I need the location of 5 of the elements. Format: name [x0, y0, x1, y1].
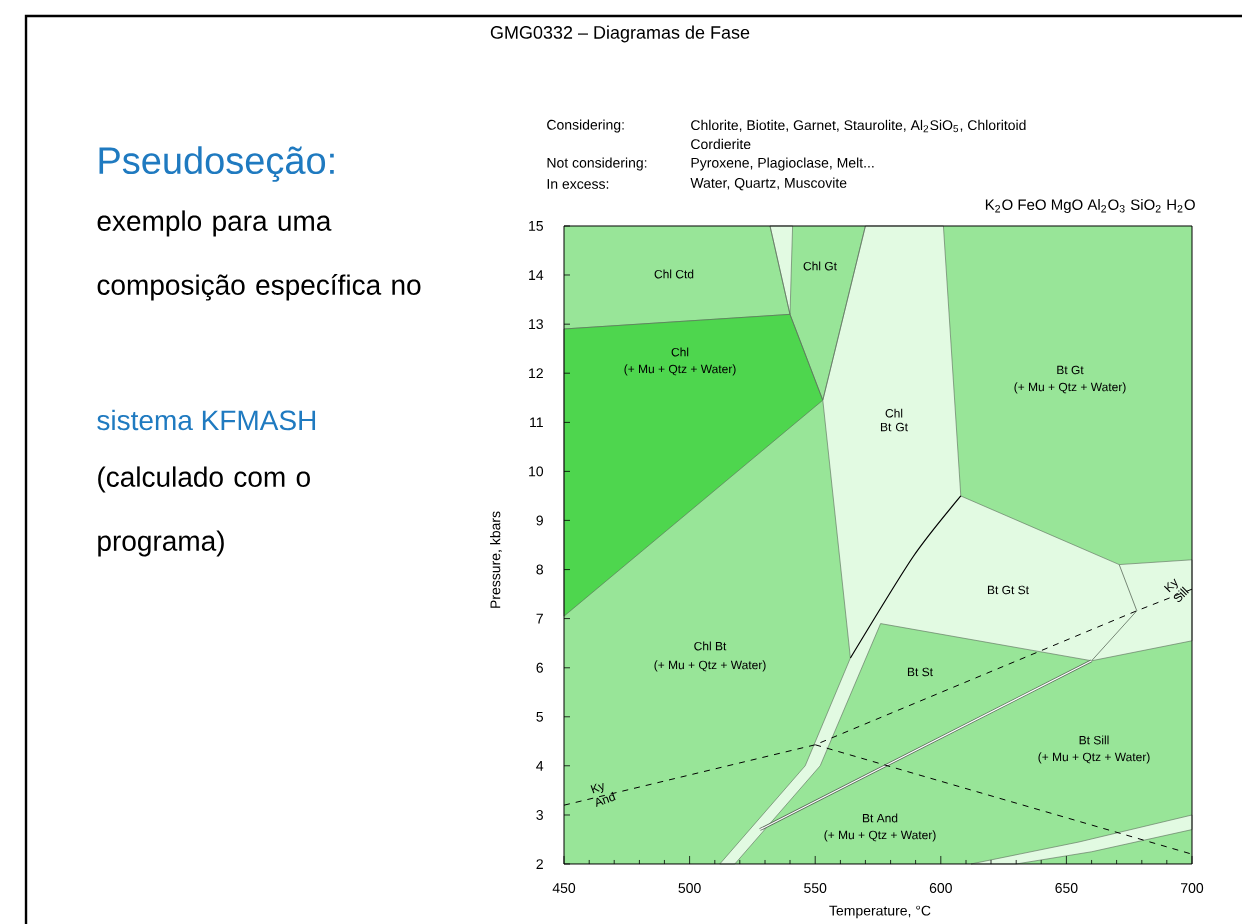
heading: Pseudoseção: — [99, 146, 334, 182]
body-text: exemplo para uma composição específica no — [97, 210, 421, 301]
body-text: sistema KFMASH — [97, 409, 316, 431]
body-text: (calculado com o programa) — [98, 466, 310, 557]
slide-title: GMG0332 – Diagramas de Fase — [490, 25, 750, 43]
